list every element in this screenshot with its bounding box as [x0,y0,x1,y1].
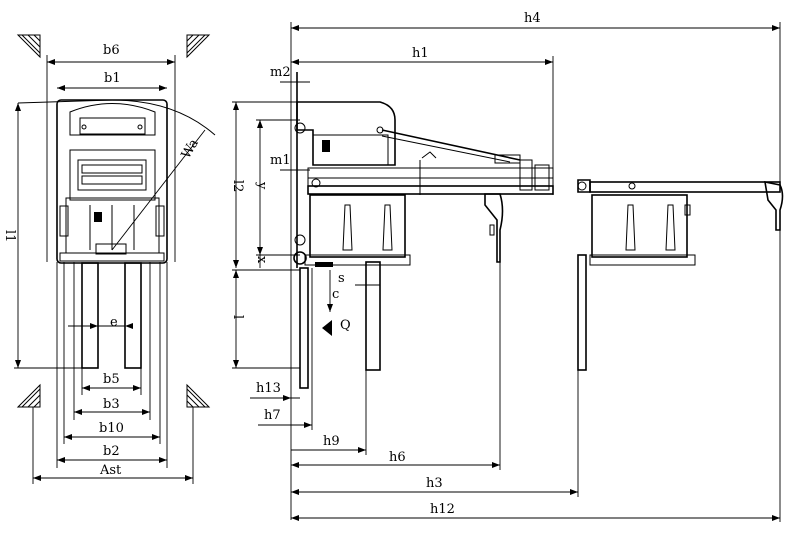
label-h7: h7 [264,408,281,423]
extended-mast-view [577,179,784,371]
top-view: b6 b1 l1 Wa e b5 b3 [2,34,216,484]
label-l: l [230,315,245,319]
label-e: e [110,315,118,330]
label-b6: b6 [103,43,120,58]
label-b10: b10 [99,421,124,436]
label-q: Q [340,318,351,333]
label-l1: l1 [2,230,17,242]
label-h4: h4 [524,11,541,26]
label-h13: h13 [256,381,281,396]
label-l2: l2 [230,180,245,192]
forks-side [299,261,381,389]
label-h9: h9 [323,434,340,449]
label-b3: b3 [103,397,120,412]
aisle-corner-marker-tl [16,34,41,59]
aisle-corner-marker-bl [16,383,41,408]
label-x: x [254,256,269,264]
label-h3: h3 [426,476,443,491]
label-ast: Ast [99,463,122,478]
label-h12: h12 [430,502,455,517]
truck-top-outline [56,99,168,264]
label-b1: b1 [104,71,121,86]
label-s: s [338,271,345,286]
label-b2: b2 [103,444,120,459]
label-wa: Wa [179,136,202,161]
label-m2: m2 [270,65,291,80]
side-view: Q c s h4 [230,11,784,522]
aisle-corner-marker-br [186,383,211,408]
label-h6: h6 [389,450,406,465]
overhead-guard [294,101,521,246]
forks-top [81,262,142,369]
label-c: c [332,287,339,302]
label-h1: h1 [412,46,429,61]
aisle-corner-marker-tr [186,34,211,59]
battery-box [293,194,411,267]
label-b5: b5 [103,372,120,387]
label-y: y [254,181,269,190]
label-m1: m1 [270,153,291,168]
